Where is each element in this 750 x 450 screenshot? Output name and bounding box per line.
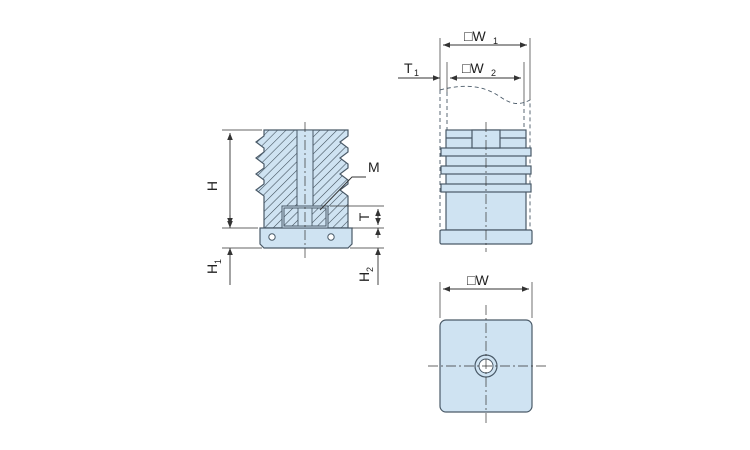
label-W1: □W 1	[464, 28, 498, 46]
leader-M	[319, 176, 366, 211]
label-W2: □W 2	[462, 60, 496, 78]
label-H2: H 2	[356, 267, 375, 282]
svg-text:H: H	[356, 272, 372, 282]
svg-text:1: 1	[213, 259, 223, 264]
svg-text:□W: □W	[462, 60, 484, 76]
label-H1: H 1	[204, 259, 223, 274]
svg-text:H: H	[204, 264, 220, 274]
label-H: H	[204, 181, 220, 191]
svg-text:1: 1	[414, 68, 419, 78]
label-W: □W	[467, 272, 489, 288]
bottom-view: □W	[428, 272, 546, 424]
vent-hole-right	[327, 233, 335, 241]
vent-hole-left	[268, 233, 276, 241]
svg-text:T: T	[404, 60, 413, 76]
side-section-view: H H 1 M T H 2	[204, 122, 384, 285]
svg-text:1: 1	[493, 36, 498, 46]
label-T: T	[356, 212, 372, 221]
svg-text:□W: □W	[464, 28, 486, 44]
label-M: M	[368, 159, 380, 175]
front-view: □W 1 □W 2 T 1	[398, 28, 533, 252]
svg-text:2: 2	[491, 68, 496, 78]
svg-text:2: 2	[365, 267, 375, 272]
tube-outer-phantom	[439, 85, 531, 232]
label-T1: T 1	[404, 60, 419, 78]
